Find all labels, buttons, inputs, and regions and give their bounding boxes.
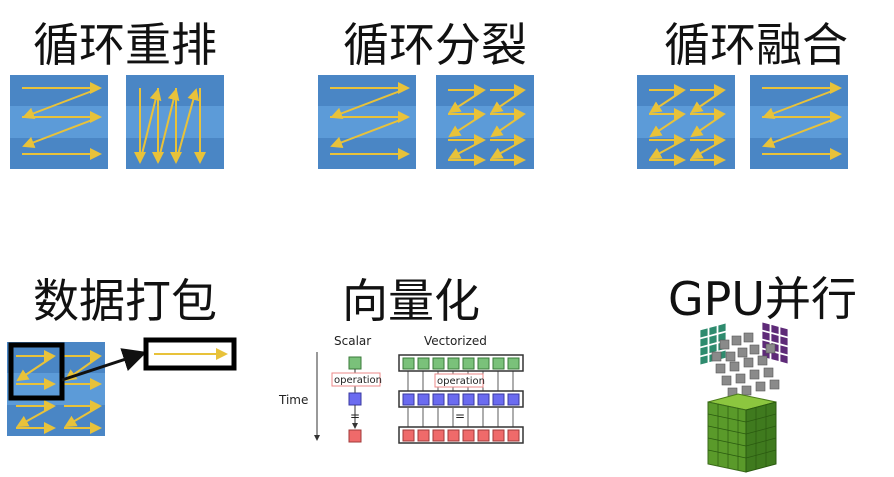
scalar-equals: = [350, 409, 360, 423]
scalar-input-a [348, 356, 362, 370]
gpu-parallel-illustration [699, 321, 789, 473]
title-loop-fusion: 循环融合 [664, 18, 848, 72]
packing-tile [7, 342, 105, 436]
scalar-operation-label: operation [334, 375, 382, 386]
vector-input-a [398, 354, 524, 372]
scalar-input-b [348, 392, 362, 406]
title-loop-reorder: 循环重排 [33, 18, 217, 72]
split-tile-result [436, 75, 534, 169]
scalar-output [348, 429, 362, 443]
title-data-packing: 数据打包 [33, 274, 217, 328]
title-vectorize: 向量化 [342, 274, 480, 328]
scalar-operation-box [331, 372, 381, 387]
packed-buffer [143, 337, 237, 371]
reorder-tile-column-major [126, 75, 224, 169]
packing-arrow [61, 348, 147, 382]
reorder-tile-row-major [10, 75, 108, 169]
vectorized-label: Vectorized [424, 334, 487, 348]
packing-highlight-box [8, 342, 65, 401]
gpu-green-block [707, 393, 777, 473]
vector-operation-box [434, 373, 484, 388]
fusion-tile-fused [750, 75, 848, 169]
fusion-tile-split [637, 75, 735, 169]
scalar-label: Scalar [334, 334, 371, 348]
title-loop-split: 循环分裂 [343, 18, 527, 72]
split-tile-original [318, 75, 416, 169]
vector-operation-label: operation [437, 376, 485, 387]
vector-equals: = [455, 409, 465, 423]
vector-output [398, 426, 524, 444]
vectorize-panel: Scalar Vectorized Time operation = [278, 334, 524, 444]
title-gpu-parallel: GPU并行 [668, 272, 858, 326]
time-label: Time [278, 393, 308, 407]
vector-input-b [398, 390, 524, 408]
